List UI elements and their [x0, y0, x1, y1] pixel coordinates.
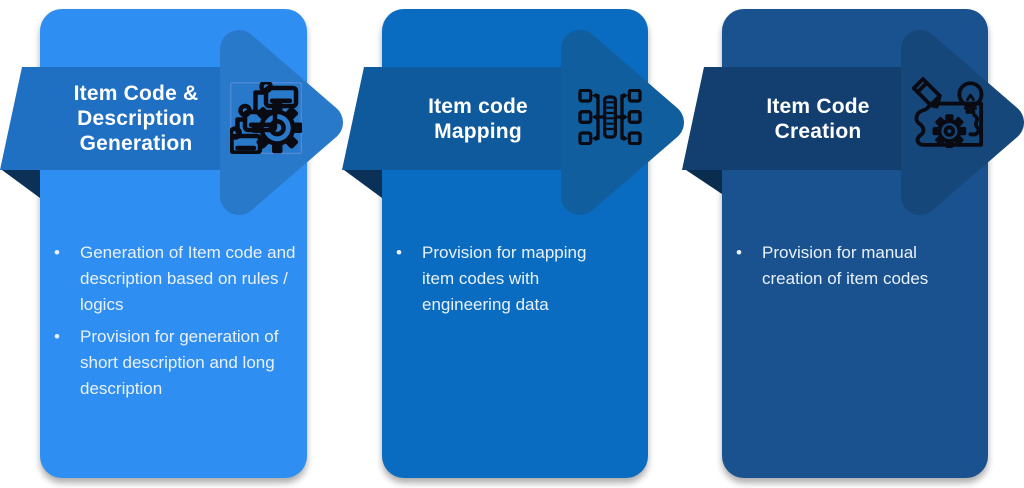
title-line: Item Code &: [73, 82, 199, 105]
banner-band: [342, 67, 573, 170]
bullet-item: • Provision for generation of short desc…: [40, 324, 296, 402]
blueprint-pencil-bulb-gear-icon: [911, 77, 984, 148]
ribbon-fold: [344, 170, 382, 198]
bullet-text: Generation of Item code and description …: [80, 243, 296, 314]
title-line: Creation: [774, 119, 862, 143]
bullet-text: Provision for manual creation of item co…: [762, 243, 929, 288]
banner-title: Item Code & Description Generation: [42, 67, 230, 170]
bullet-item: • Provision for manual creation of item …: [722, 240, 950, 292]
card-item-code-creation: Item Code Creation: [682, 9, 1024, 478]
ribbon-fold: [686, 170, 722, 194]
title-line: Description: [77, 107, 195, 130]
title-line: Item code: [428, 94, 528, 118]
bullet-marker: •: [396, 243, 402, 262]
banner-title: Item Code Creation: [724, 67, 912, 170]
title-line: Mapping: [434, 119, 522, 143]
card-item-code-description-generation: Item Code & Description Generation: [0, 9, 343, 478]
card-item-code-mapping: Item code Mapping • Provision for mappi: [342, 9, 684, 478]
bullet-marker: •: [54, 243, 60, 262]
bullet-list: • Provision for manual creation of item …: [722, 240, 950, 298]
bullet-text: Provision for generation of short descri…: [80, 327, 279, 398]
ribbon-fold: [2, 170, 40, 198]
bullet-marker: •: [736, 243, 742, 262]
banner-band: [682, 67, 913, 170]
bullet-marker: •: [54, 327, 60, 346]
title-line: Generation: [79, 132, 193, 155]
flowchart-tags-gear-icon: [230, 82, 302, 154]
bullet-list: • Provision for mapping item codes with …: [382, 240, 610, 324]
bullet-text: Provision for mapping item codes with en…: [422, 243, 587, 314]
bullet-list: • Generation of Item code and descriptio…: [40, 240, 296, 408]
bullet-item: • Generation of Item code and descriptio…: [40, 240, 296, 318]
bullet-item: • Provision for mapping item codes with …: [382, 240, 610, 318]
banner-title: Item code Mapping: [384, 67, 572, 170]
title-line: Item Code: [766, 94, 870, 118]
banner-band: [0, 67, 232, 170]
data-mapping-icon: [578, 89, 642, 145]
